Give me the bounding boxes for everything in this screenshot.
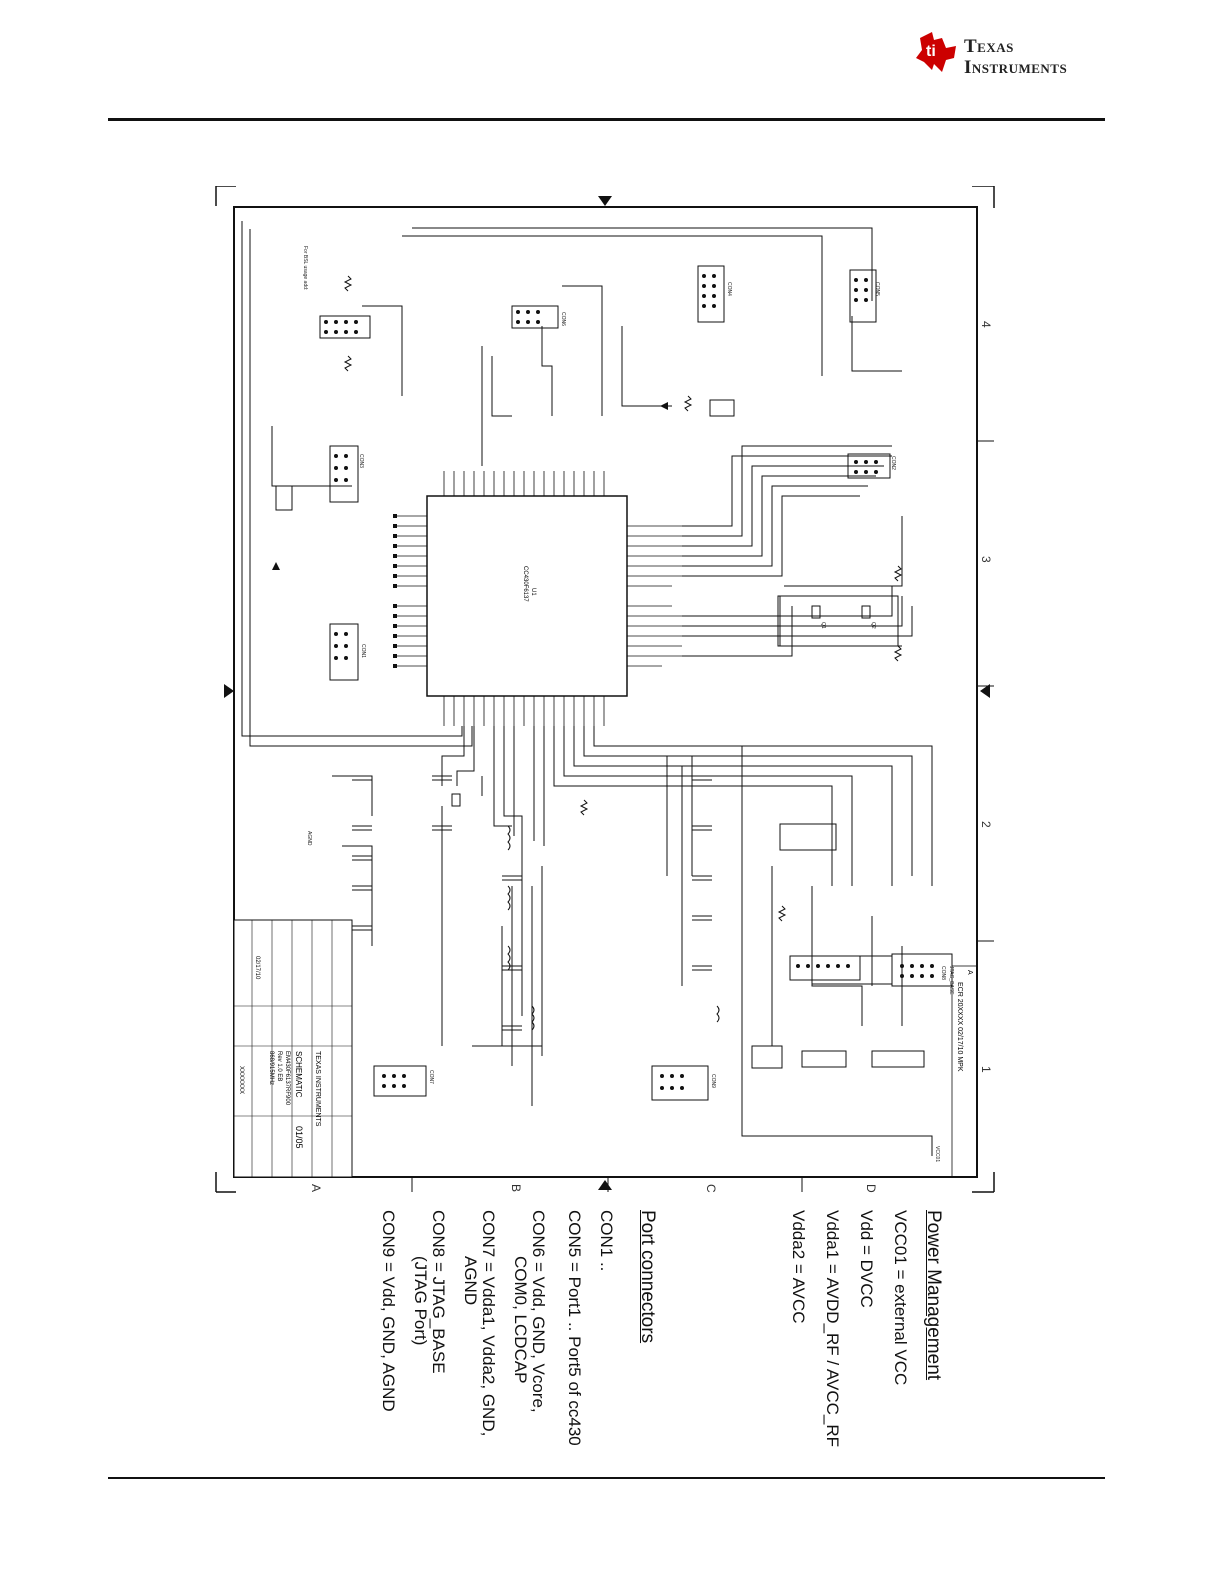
label-usage-note: For BSL usage add: [302, 246, 308, 290]
power-line-2: Vdd = DVCC [857, 1210, 876, 1308]
port-line-con7-cont: AGND [461, 1256, 480, 1306]
power-management-heading: Power Management [923, 1210, 944, 1381]
port-line-con8-cont: (JTAG Port) [411, 1256, 430, 1346]
connector-headers [275, 265, 953, 1101]
zone-4: 4 [979, 321, 993, 328]
label-con4: CON4 [726, 282, 732, 296]
port-line-con1: CON1 .. [597, 1210, 616, 1272]
ti-state-icon: ti [916, 32, 956, 72]
schematic-diagram: 4 3 2 1 A B C D U1 CC430F6137 [215, 185, 995, 1193]
port-line-con8: CON8 = JTAG_BASE [429, 1210, 448, 1374]
port-line-con9: CON9 = Vdd, GND, AGND [379, 1210, 398, 1412]
port-line-con5: CON5 = Port1 .. Port5 of cc430 [565, 1210, 584, 1446]
crystals [451, 595, 899, 807]
title-board: EM430F6137RF900 [284, 1051, 290, 1106]
revision-note: ECR 20XXXX 02/17/10 MPK [956, 982, 963, 1072]
zone-b: B [509, 1184, 523, 1192]
label-vcc01: VCC01 [934, 1146, 940, 1162]
zone-2: 2 [979, 821, 993, 828]
zone-1: 1 [979, 1066, 993, 1073]
revision-letter: A [966, 970, 973, 975]
label-q1: Q1 [820, 622, 826, 629]
label-con6: CON6 [560, 312, 566, 326]
port-connectors-heading: Port connectors [637, 1210, 658, 1344]
zone-c: C [704, 1184, 718, 1193]
port-line-con6: CON6 = Vdd, GND, Vcore, [529, 1210, 548, 1413]
label-con7: CON7 [428, 1070, 434, 1084]
zone-3: 3 [979, 556, 993, 563]
title-date: 02/17/10 [254, 956, 260, 980]
label-con3: CON3 [358, 454, 364, 468]
mcu-part: CC430F6137 [522, 566, 528, 602]
title-doc-number: XXXXXXX [238, 1066, 244, 1094]
footer-rule [108, 1477, 1105, 1479]
label-jtag: JTAG_BASE [948, 966, 954, 995]
title-name: SCHEMATIC [294, 1051, 303, 1098]
zone-a: A [309, 1184, 323, 1192]
mcu-u1: U1 CC430F6137 [393, 471, 682, 726]
title-rev-label: Rev 1.0 EB [276, 1051, 282, 1081]
label-con8: CON8 [940, 966, 946, 980]
port-line-con6-cont: COM0, LCDCAP [511, 1256, 530, 1384]
power-line-4: Vdda2 = AVCC [789, 1210, 808, 1324]
label-agnd: AGND [306, 831, 312, 846]
mcu-ref: U1 [530, 588, 536, 596]
power-line-3: Vdda1 = AVDD_RF / AVCC_RF [823, 1210, 842, 1447]
label-con9: CON9 [710, 1074, 716, 1088]
title-block: TEXAS INSTRUMENTS SCHEMATIC EM430F6137RF… [233, 919, 978, 1178]
schematic-sheet: 4 3 2 1 A B C D U1 CC430F6137 [212, 185, 1002, 1196]
label-con1: CON1 [360, 644, 366, 658]
header-rule [108, 118, 1105, 121]
ti-logo: ti Texas Instruments [912, 28, 1112, 80]
logo-line-2: Instruments [964, 57, 1068, 78]
power-line-1: VCC01 = external VCC [891, 1210, 910, 1386]
title-band: 868/915MHz [268, 1051, 274, 1085]
ti-wordmark: Texas Instruments [964, 36, 1067, 78]
svg-text:ti: ti [926, 43, 936, 60]
port-line-con7: CON7 = Vdda1, Vdda2, GND, [479, 1210, 498, 1437]
label-con5: CON5 [874, 282, 880, 296]
logo-line-1: Texas [964, 36, 1014, 57]
label-q2: Q2 [870, 622, 876, 629]
label-con2: CON2 [890, 456, 896, 470]
zone-d: D [864, 1184, 878, 1193]
title-sheet: 01/05 [294, 1126, 304, 1149]
title-company: TEXAS INSTRUMENTS [314, 1051, 321, 1127]
